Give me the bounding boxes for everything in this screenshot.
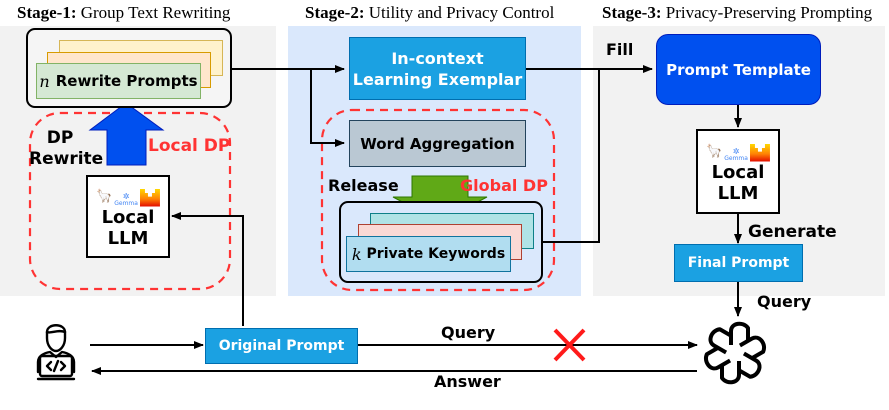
rewrite-prompts-card: n Rewrite Prompts	[36, 63, 201, 99]
stage-2-prefix: Stage-2:	[305, 3, 365, 22]
rewrite-prompts-label: Rewrite Prompts	[55, 72, 198, 90]
private-keywords-card: k Private Keywords	[346, 236, 511, 272]
gemma-label-2: Gemma	[724, 154, 748, 162]
local-llm-line1: Local	[101, 206, 155, 228]
stage-2-title: Stage-2: Utility and Privacy Control	[305, 3, 554, 23]
original-prompt-box: Original Prompt	[205, 328, 358, 364]
local-dp-label: Local DP	[148, 136, 231, 156]
stage-2-name: Utility and Privacy Control	[368, 3, 555, 22]
stage-3-prefix: Stage-3:	[602, 3, 662, 22]
icl-line1: In-context	[391, 48, 484, 68]
generate-label: Generate	[748, 222, 837, 242]
llama-icon: 🦙	[96, 188, 113, 204]
user-developer-icon	[36, 324, 76, 381]
keywords-to-fill-line	[543, 69, 600, 243]
llama-icon-2: 🦙	[706, 143, 723, 159]
private-keywords-label: Private Keywords	[366, 246, 506, 262]
rewrite-count-var: n	[39, 71, 50, 91]
stage-3-name: Privacy-Preserving Prompting	[665, 3, 873, 22]
gemma-icon-2: ✲Gemma	[724, 146, 748, 162]
direct-query-label: Query	[441, 323, 496, 342]
local-llm-line2: LLM	[107, 227, 149, 249]
icl-exemplar-box: In-context Learning Exemplar	[349, 37, 526, 100]
dp-rewrite-line1: DP	[46, 128, 74, 148]
llm-logos: 🦙 ✲Gemma	[96, 185, 160, 207]
chatgpt-icon	[701, 321, 769, 385]
icl-line2: Learning Exemplar	[352, 69, 523, 89]
local-llm-line1-2: Local	[711, 161, 765, 183]
gemma-icon: ✲Gemma	[114, 191, 138, 207]
mistral-icon-2	[749, 143, 770, 162]
stage1-local-llm-box: 🦙 ✲Gemma Local LLM	[86, 175, 170, 258]
llm-logos-2: 🦙 ✲Gemma	[706, 140, 770, 162]
mistral-icon	[139, 188, 160, 207]
stage-1-title: Stage-1: Group Text Rewriting	[17, 3, 230, 23]
gemma-label: Gemma	[114, 199, 138, 207]
dp-rewrite-label: DP Rewrite	[29, 128, 103, 170]
dp-rewrite-line2: Rewrite	[29, 149, 104, 169]
dp-rewrite-arrow-icon	[88, 102, 165, 166]
stage3-query-label: Query	[757, 292, 812, 311]
stage-1-name: Group Text Rewriting	[80, 3, 231, 22]
answer-label: Answer	[434, 372, 501, 391]
word-aggregation-box: Word Aggregation	[349, 120, 526, 167]
branch-to-word-agg	[310, 69, 345, 147]
keyword-count-var: k	[351, 244, 362, 264]
prompt-template-box: Prompt Template	[656, 34, 821, 105]
global-dp-region	[320, 108, 556, 292]
stage-1-prefix: Stage-1:	[17, 3, 77, 22]
local-llm-line2-2: LLM	[717, 182, 759, 204]
release-label: Release	[328, 176, 399, 195]
fill-label: Fill	[606, 40, 634, 59]
blocked-x-icon	[553, 328, 586, 362]
stage-3-title: Stage-3: Privacy-Preserving Prompting	[602, 3, 872, 23]
stage3-local-llm-box: 🦙 ✲Gemma Local LLM	[696, 129, 780, 214]
original-to-local-llm-line	[171, 212, 244, 326]
global-dp-label: Global DP	[460, 176, 548, 195]
final-prompt-box: Final Prompt	[674, 244, 803, 282]
